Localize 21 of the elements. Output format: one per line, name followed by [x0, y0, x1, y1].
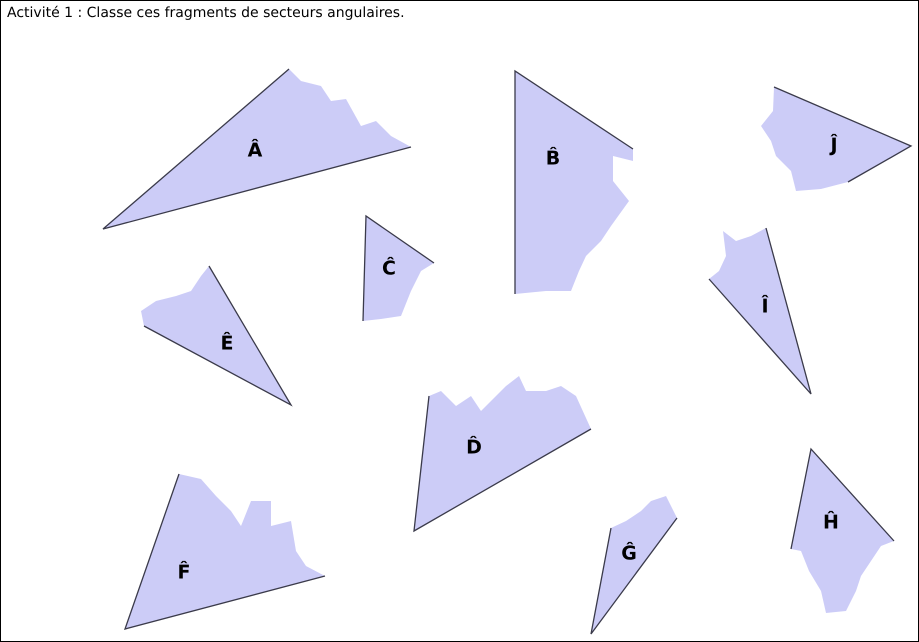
- angle-fragment: [709, 228, 811, 394]
- exercise-instruction: Activité 1 : Classe ces fragments de secteurs angulaires.: [7, 5, 405, 21]
- angle-label: Ê: [220, 332, 234, 356]
- angle-label: Ĝ: [621, 542, 637, 566]
- angle-fragment: [141, 266, 291, 405]
- angle-label: B̂: [546, 148, 560, 170]
- angle-label: Ĥ: [823, 512, 839, 534]
- angle-fragment: [363, 216, 434, 321]
- angle-fragment: [591, 496, 677, 634]
- angle-label: Ĉ: [382, 258, 396, 280]
- angle-fragment: [761, 87, 911, 191]
- angle-fragment: [515, 71, 633, 294]
- angle-fragment: [414, 376, 591, 531]
- angle-label: F̂: [178, 562, 190, 584]
- angle-fragment: [103, 69, 411, 229]
- angle-label: Ĵ: [830, 134, 838, 158]
- angle-fragment: [125, 474, 325, 629]
- angle-label: Î: [761, 296, 769, 318]
- angle-label: D̂: [466, 436, 482, 460]
- angle-fragment: [791, 449, 894, 613]
- angle-label: Â: [248, 140, 262, 162]
